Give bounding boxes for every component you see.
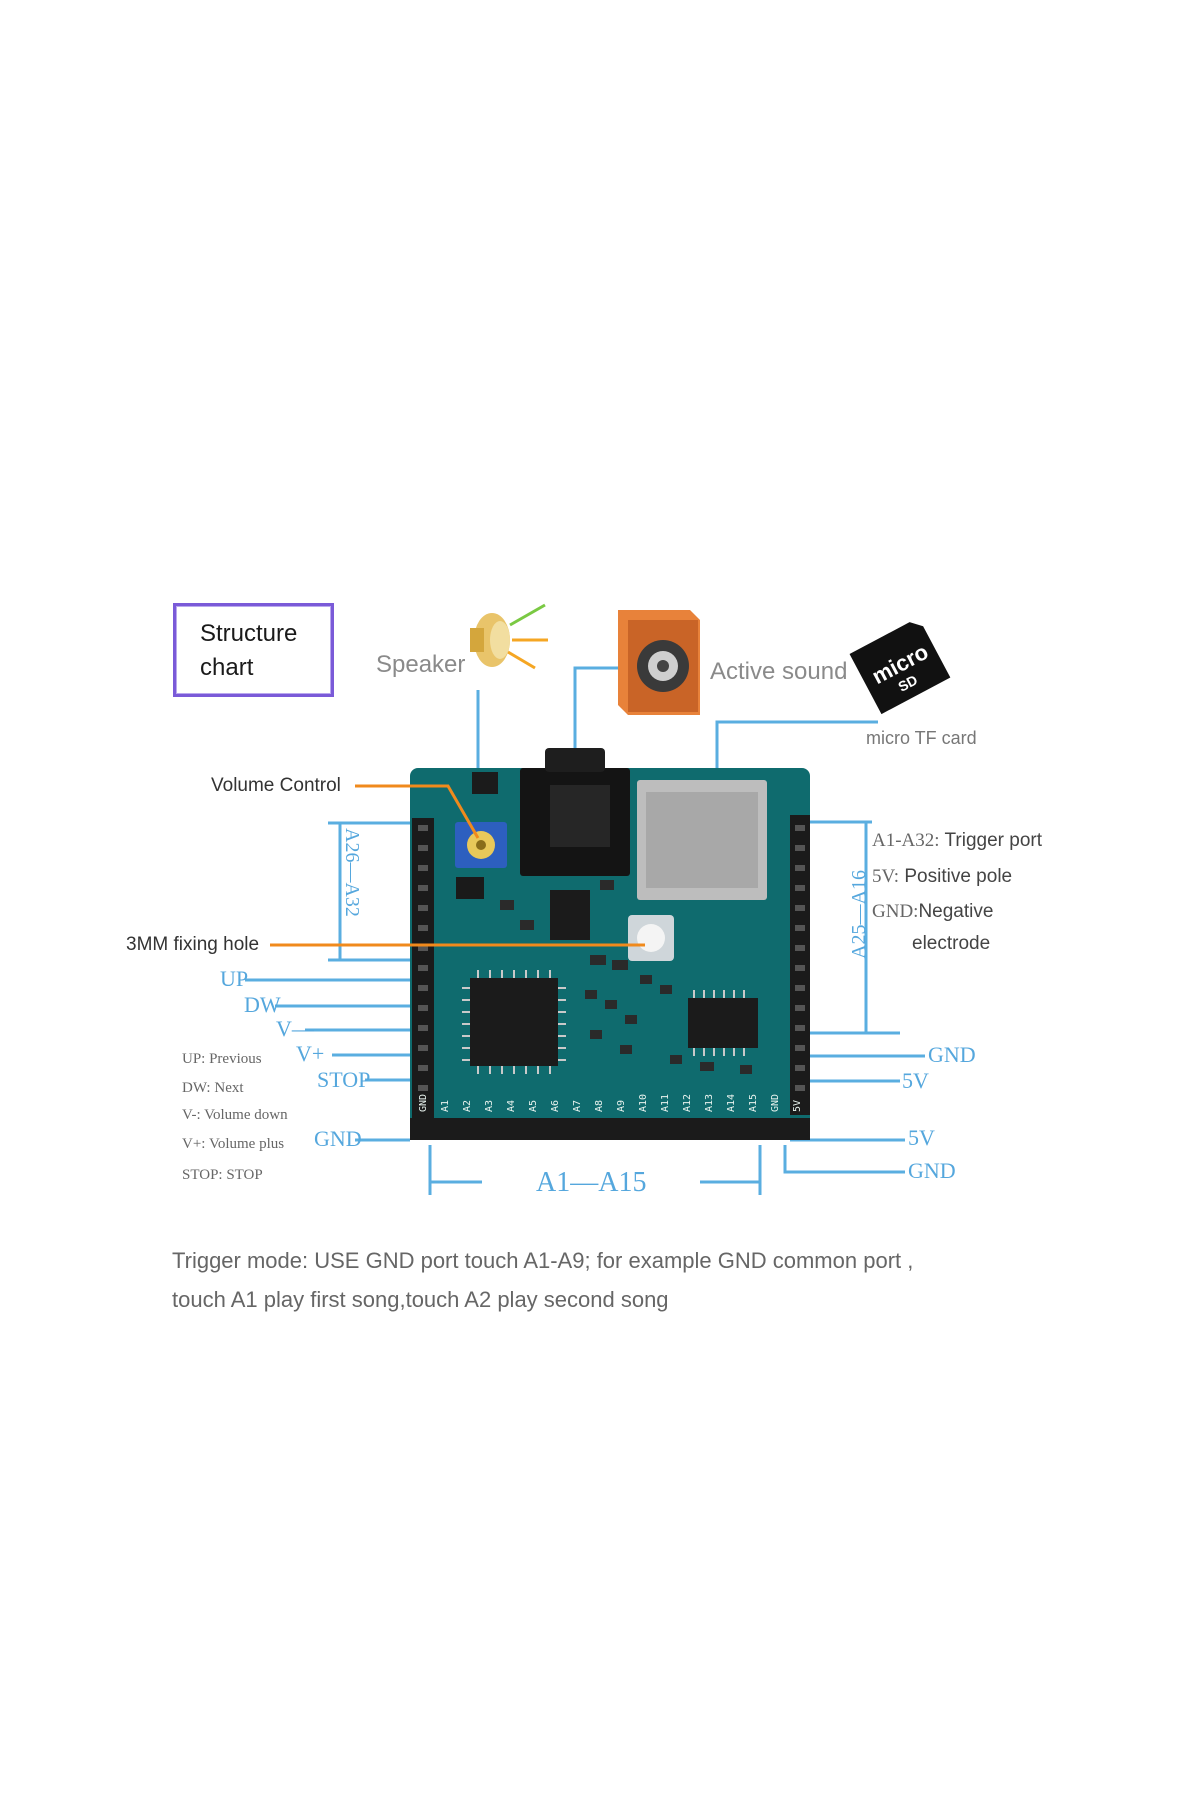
pin-gnd-left: GND — [314, 1126, 362, 1151]
micro-tf-card-label: micro TF card — [866, 728, 977, 748]
legend-up: UP: Previous — [182, 1051, 262, 1067]
title-line-2: chart — [200, 654, 254, 681]
active-sound-label: Active sound — [710, 658, 848, 685]
volume-control-label: Volume Control — [211, 775, 341, 796]
connector-lines — [245, 666, 925, 1195]
orange-callouts — [270, 784, 645, 947]
speaker-label: Speaker — [376, 651, 466, 678]
pin-dw: DW — [244, 992, 281, 1017]
bottom-range-label: A1—A15 — [536, 1167, 647, 1198]
info-positive-pole: 5V: Positive pole — [872, 866, 1013, 887]
pin-gnd-right-2: GND — [908, 1158, 956, 1183]
structure-chart-title-box: Structure chart — [173, 603, 334, 697]
pin-up: UP — [220, 966, 249, 991]
speaker-icon — [470, 603, 548, 670]
bottom-pin-header — [410, 1118, 810, 1140]
info-trigger-port: A1-A32: Trigger port — [872, 830, 1042, 851]
fixing-hole-label: 3MM fixing hole — [126, 934, 260, 955]
right-range-label: A25—A16 — [848, 870, 870, 959]
pin-v-minus: V— — [276, 1016, 314, 1041]
pin-5v-right-1: 5V — [902, 1068, 929, 1093]
left-range-label: A26—A32 — [341, 828, 363, 917]
pin-gnd-right-1: GND — [928, 1042, 976, 1067]
legend-v-plus: V+: Volume plus — [182, 1136, 285, 1152]
pin-5v-right-2: 5V — [908, 1125, 935, 1150]
main-ic-chip — [470, 978, 558, 1066]
title-line-1: Structure — [200, 620, 298, 647]
legend-stop: STOP: STOP — [182, 1167, 263, 1183]
legend-v-minus: V-: Volume down — [182, 1107, 288, 1123]
info-negative: GND:Negative — [872, 901, 994, 922]
left-pin-header — [412, 818, 434, 1136]
active-speaker-icon — [618, 610, 700, 715]
trigger-mode-line-1: Trigger mode: USE GND port touch A1-A9; … — [172, 1248, 914, 1273]
info-electrode: electrode — [912, 933, 991, 954]
pin-v-plus: V+ — [296, 1041, 325, 1066]
trigger-mode-line-2: touch A1 play first song,touch A2 play s… — [172, 1287, 669, 1312]
pin-stop: STOP — [317, 1067, 371, 1092]
legend-dw: DW: Next — [182, 1080, 244, 1096]
micro-sd-card-icon: micro SD — [849, 622, 951, 715]
fixing-hole — [637, 924, 665, 952]
secondary-ic-chip — [688, 998, 758, 1048]
